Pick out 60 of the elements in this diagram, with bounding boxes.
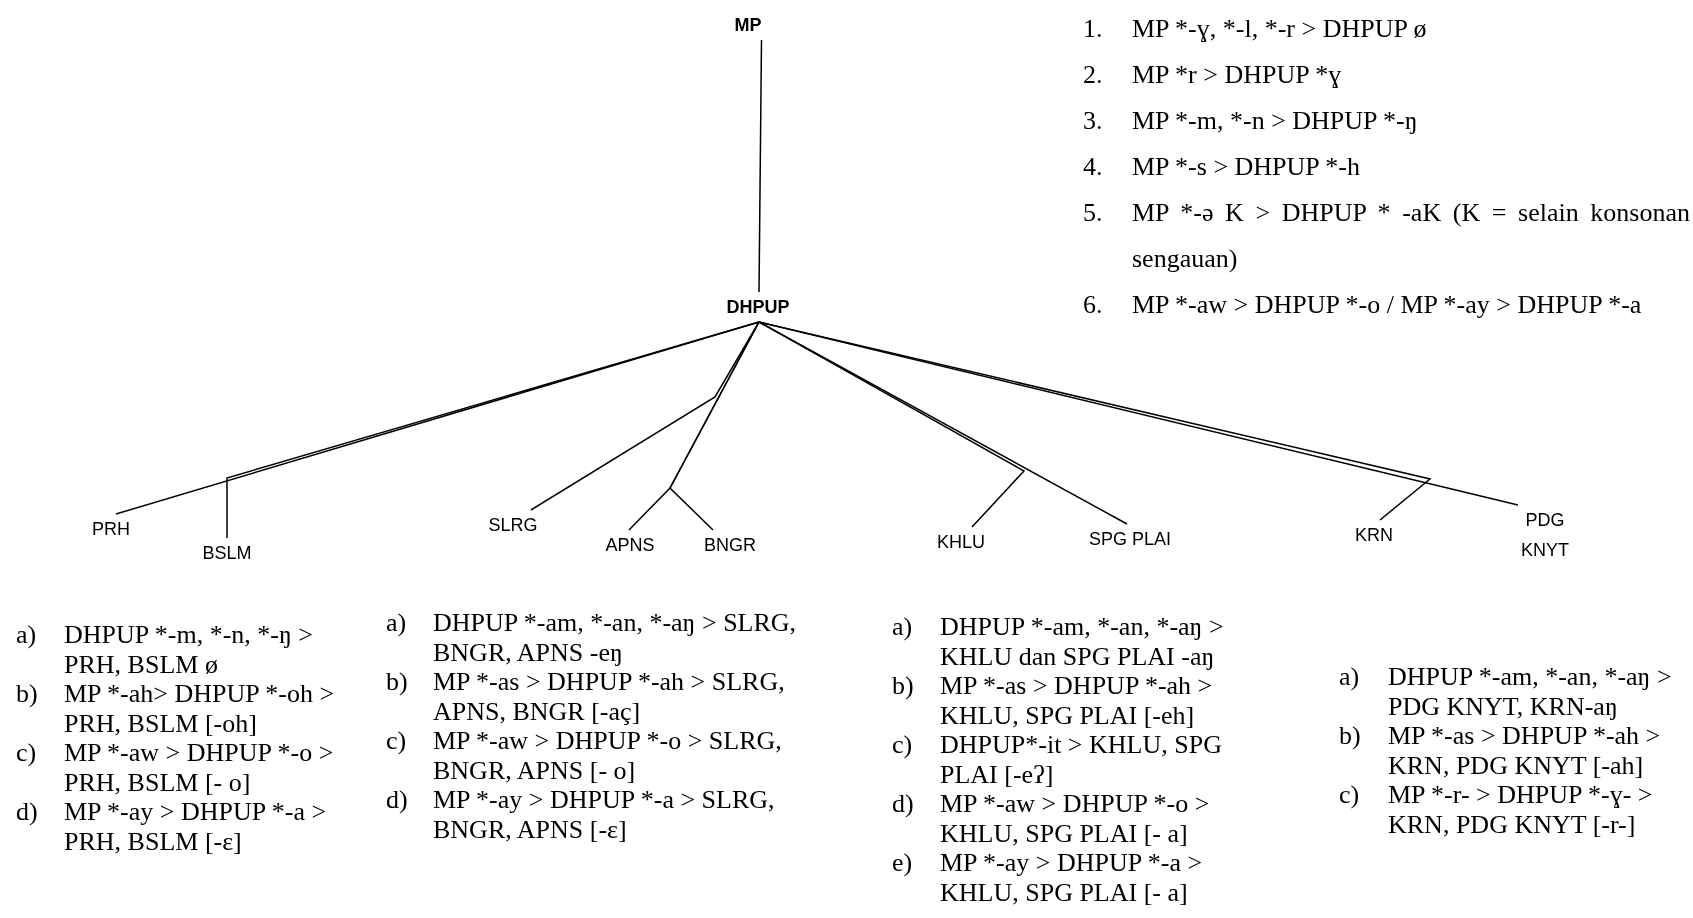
sound-change-rule: MP *-as > DHPUP *-ah > SLRG, APNS, BNGR [-aç] <box>433 667 786 726</box>
list-marker: a) <box>1339 662 1361 693</box>
tree-branch-line <box>758 321 1519 506</box>
tree-node-label: PRH <box>92 514 130 544</box>
sound-change-rule: MP *-ay > DHPUP *-a > PRH, BSLM [-ɛ] <box>64 797 328 856</box>
list-marker: a) <box>16 620 38 651</box>
sound-change-rule: MP *-aw > DHPUP *-o / MP *-ay > DHPUP *-a <box>1132 289 1643 321</box>
sound-change-rule: DHPUP *-m, *-n, *-ŋ > PRH, BSLM ø <box>64 620 314 679</box>
list-marker: 1. <box>1083 13 1104 45</box>
sound-change-rule: DHPUP *-am, *-an, *-aŋ > PDG KNYT, KRN-aŋ <box>1388 662 1673 721</box>
list-marker: 5. <box>1083 197 1104 229</box>
sound-change-rule: DHPUP*-it > KHLU, SPG PLAI [-eʔ] <box>940 730 1223 789</box>
tree-node-label: APNS <box>605 530 655 560</box>
tree-node-label: KRN <box>1355 520 1393 550</box>
list-marker: 6. <box>1083 289 1104 321</box>
list-marker: d) <box>386 785 409 816</box>
list-marker: a) <box>892 612 914 643</box>
tree-branch-line <box>669 321 760 531</box>
list-marker: 4. <box>1083 151 1104 183</box>
tree-node-label: BSLM <box>202 538 252 568</box>
list-marker: c) <box>1339 780 1361 811</box>
sound-change-rule: MP *-as > DHPUP *-ah > KHLU, SPG PLAI [-eh] <box>940 671 1214 730</box>
sound-change-rule: DHPUP *-am, *-an, *-aŋ > SLRG, BNGR, APNS -eŋ <box>433 608 798 667</box>
sound-change-rule: MP *-ay > DHPUP *-a > SLRG, BNGR, APNS [-ɛ] <box>433 785 776 844</box>
list-marker: c) <box>16 738 38 769</box>
sound-change-rule: MP *-s > DHPUP *-h <box>1132 151 1361 183</box>
sound-change-rule: MP *-ə K > DHPUP * -aK (K = selain konsonan sengauan) <box>1132 197 1690 275</box>
list-marker: b) <box>1339 721 1362 752</box>
tree-branch-line <box>758 39 763 293</box>
tree-node-label: PDG KNYT <box>1514 505 1576 565</box>
list-marker: a) <box>386 608 408 639</box>
sound-change-rule: MP *-aw > DHPUP *-o > PRH, BSLM [- o] <box>64 738 335 797</box>
list-marker: d) <box>892 789 915 820</box>
list-marker: 2. <box>1083 59 1104 91</box>
sound-change-rule: MP *-aw > DHPUP *-o > KHLU, SPG PLAI [- a] <box>940 789 1211 848</box>
list-marker: e) <box>892 848 914 879</box>
list-marker: c) <box>386 726 408 757</box>
tree-node-label: SLRG <box>488 510 538 540</box>
list-marker: 3. <box>1083 105 1104 137</box>
sound-change-rule: MP *-ay > DHPUP *-a > KHLU, SPG PLAI [- a] <box>940 848 1204 907</box>
list-marker: d) <box>16 797 39 828</box>
sound-change-rule: MP *-m, *-n > DHPUP *-ŋ <box>1132 105 1419 137</box>
sound-change-rule: DHPUP *-am, *-an, *-aŋ > KHLU dan SPG PLAI -aŋ <box>940 612 1225 671</box>
sound-change-rule: MP *-r- > DHPUP *-ɣ- > KRN, PDG KNYT [-r-] <box>1388 780 1654 839</box>
tree-branch-line <box>758 321 1128 525</box>
sound-change-rule: MP *-as > DHPUP *-ah > KRN, PDG KNYT [-ah] <box>1388 721 1662 780</box>
tree-node-label: BNGR <box>704 530 756 560</box>
tree-node-label: KHLU <box>937 527 985 557</box>
sound-change-rule: MP *-aw > DHPUP *-o > SLRG, BNGR, APNS [- o] <box>433 726 783 785</box>
tree-node-label: DHPUP <box>726 292 790 322</box>
sound-change-rule: MP *-ɣ, *-l, *-r > DHPUP ø <box>1132 13 1428 45</box>
list-marker: c) <box>892 730 914 761</box>
list-marker: b) <box>386 667 409 698</box>
tree-node-label: MP <box>734 10 762 40</box>
sound-change-rule: MP *-ah> DHPUP *-oh > PRH, BSLM [-oh] <box>64 679 336 738</box>
list-marker: b) <box>892 671 915 702</box>
list-marker: b) <box>16 679 39 710</box>
sound-change-rule: MP *r > DHPUP *ɣ <box>1132 59 1343 91</box>
tree-node-label: SPG PLAI <box>1089 524 1171 554</box>
tree-branch-line <box>226 321 760 539</box>
